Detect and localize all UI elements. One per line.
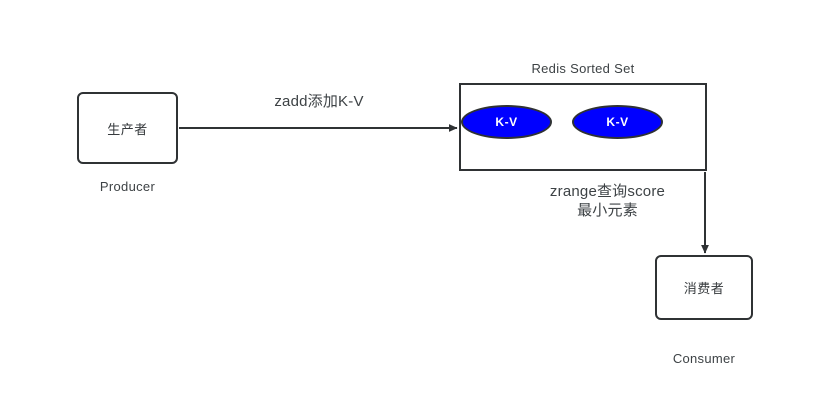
kv-ellipse-2[interactable]: K-V <box>572 105 663 139</box>
consumer-caption: Consumer <box>672 351 736 366</box>
producer-node-label: 生产者 <box>107 121 148 137</box>
edge-label-zrange-line1: zrange查询score <box>549 183 666 200</box>
edge-label-zadd: zadd添加K-V <box>274 93 364 110</box>
edge-label-zrange: zrange查询score 最小元素 <box>510 183 705 221</box>
producer-caption: Producer <box>99 179 156 194</box>
kv-ellipse-1[interactable]: K-V <box>461 105 552 139</box>
edge-label-zrange-line2: 最小元素 <box>577 201 638 219</box>
consumer-node[interactable]: 消费者 <box>655 255 753 320</box>
producer-node[interactable]: 生产者 <box>77 92 178 164</box>
kv-ellipse-1-label: K-V <box>495 115 518 129</box>
consumer-node-label: 消费者 <box>683 281 725 296</box>
kv-ellipse-2-label: K-V <box>606 115 629 129</box>
redis-sorted-set-title: Redis Sorted Set <box>531 61 635 76</box>
